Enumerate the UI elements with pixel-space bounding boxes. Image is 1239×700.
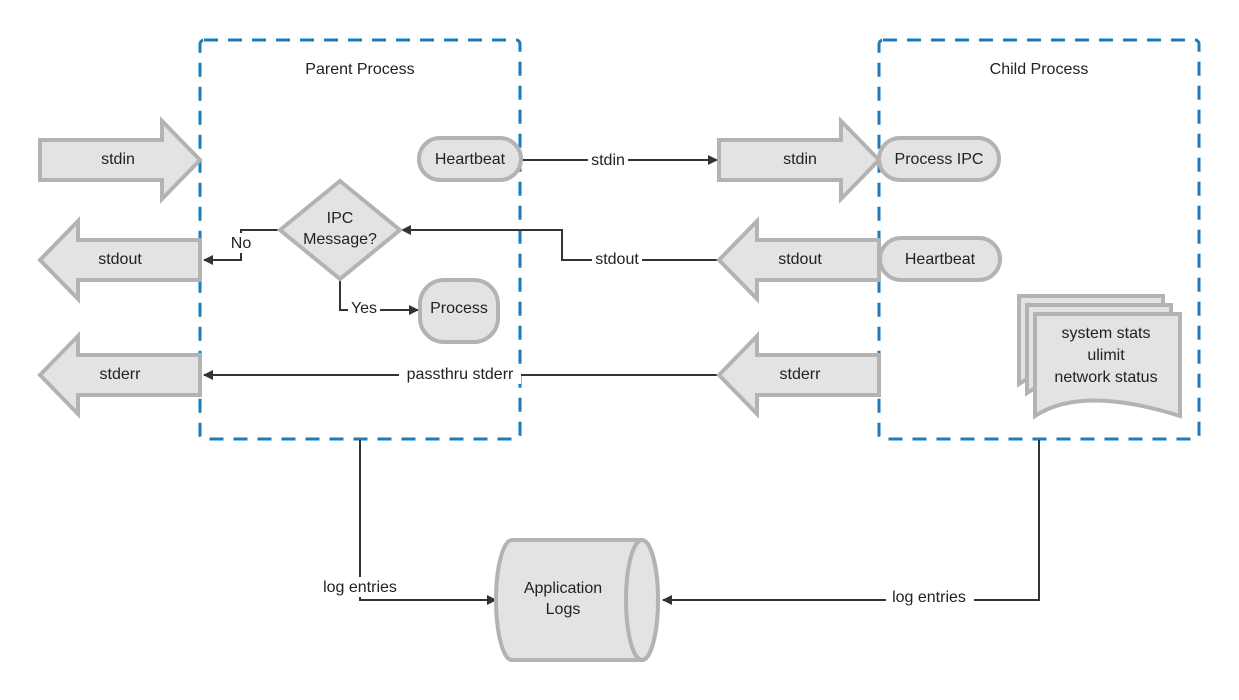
child-stdin-arrow	[717, 116, 882, 204]
child-heartbeat-node	[878, 236, 1002, 282]
process-node-label: Process	[430, 300, 488, 317]
edge-parent-logs	[359, 440, 497, 605]
parent-heartbeat-label: Heartbeat	[435, 151, 506, 168]
stats-line-2: ulimit	[1087, 347, 1125, 364]
edge-label-yes: Yes	[351, 300, 377, 317]
edge-label-no: No	[231, 235, 252, 252]
edge-label-stdout: stdout	[595, 251, 639, 268]
child-stdin-label: stdin	[783, 151, 817, 168]
edge-label-stdin: stdin	[591, 152, 625, 169]
edge-child-stdout-to-decision	[401, 225, 719, 261]
application-logs-cylinder	[494, 538, 660, 662]
edge-label-passthru-stderr: passthru stderr	[407, 366, 514, 383]
decision-label-line1: IPC	[327, 210, 354, 227]
child-heartbeat-label: Heartbeat	[905, 251, 976, 268]
parent-stdin-arrow	[38, 116, 203, 204]
stats-line-3: network status	[1054, 369, 1157, 386]
stats-line-1: system stats	[1062, 325, 1151, 342]
process-ipc-node	[877, 136, 1001, 182]
decision-label-line2: Message?	[303, 231, 377, 248]
process-ipc-label: Process IPC	[895, 151, 984, 168]
child-process-title: Child Process	[990, 61, 1089, 78]
parent-stdin-label: stdin	[101, 151, 135, 168]
logs-label-line1: Application	[524, 580, 602, 597]
child-stderr-label: stderr	[780, 366, 822, 383]
logs-label-line2: Logs	[546, 601, 581, 618]
parent-stdout-arrow	[37, 216, 202, 304]
system-stats-documents	[1017, 294, 1182, 420]
edge-label-child-log-entries: log entries	[892, 589, 966, 606]
process-node	[418, 278, 500, 344]
parent-stderr-label: stderr	[100, 366, 142, 383]
child-stderr-arrow	[716, 331, 881, 419]
edge-label-parent-log-entries: log entries	[323, 579, 397, 596]
edge-child-logs	[662, 440, 1040, 605]
parent-process-title: Parent Process	[305, 61, 414, 78]
edge-decision-yes	[339, 278, 419, 315]
parent-heartbeat-node	[417, 136, 523, 182]
parent-stderr-arrow	[37, 331, 202, 419]
ipc-message-decision	[276, 178, 404, 282]
child-stdout-label: stdout	[778, 251, 822, 268]
parent-stdout-label: stdout	[98, 251, 142, 268]
